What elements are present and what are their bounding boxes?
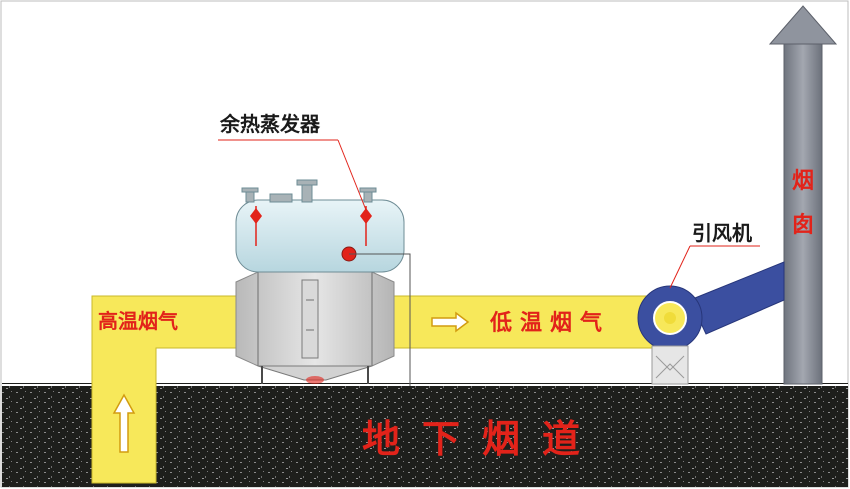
hot-gas-label: 高温烟气	[98, 309, 178, 333]
heat-exchanger	[235, 271, 395, 384]
cool-gas-label: 低温烟气	[489, 310, 610, 336]
fan-assembly	[637, 261, 785, 385]
underground-flue-label: 地下烟道	[362, 417, 602, 461]
chimney-label-1: 烟	[792, 169, 814, 194]
leader-lines	[218, 139, 760, 386]
evaporator-label: 余热蒸发器	[219, 112, 321, 136]
up-arrow-icon	[112, 393, 136, 453]
chimney-label-2: 囱	[792, 212, 814, 238]
fan-label: 引风机	[692, 221, 752, 245]
chimney	[768, 5, 838, 385]
right-arrow-icon	[431, 311, 470, 333]
